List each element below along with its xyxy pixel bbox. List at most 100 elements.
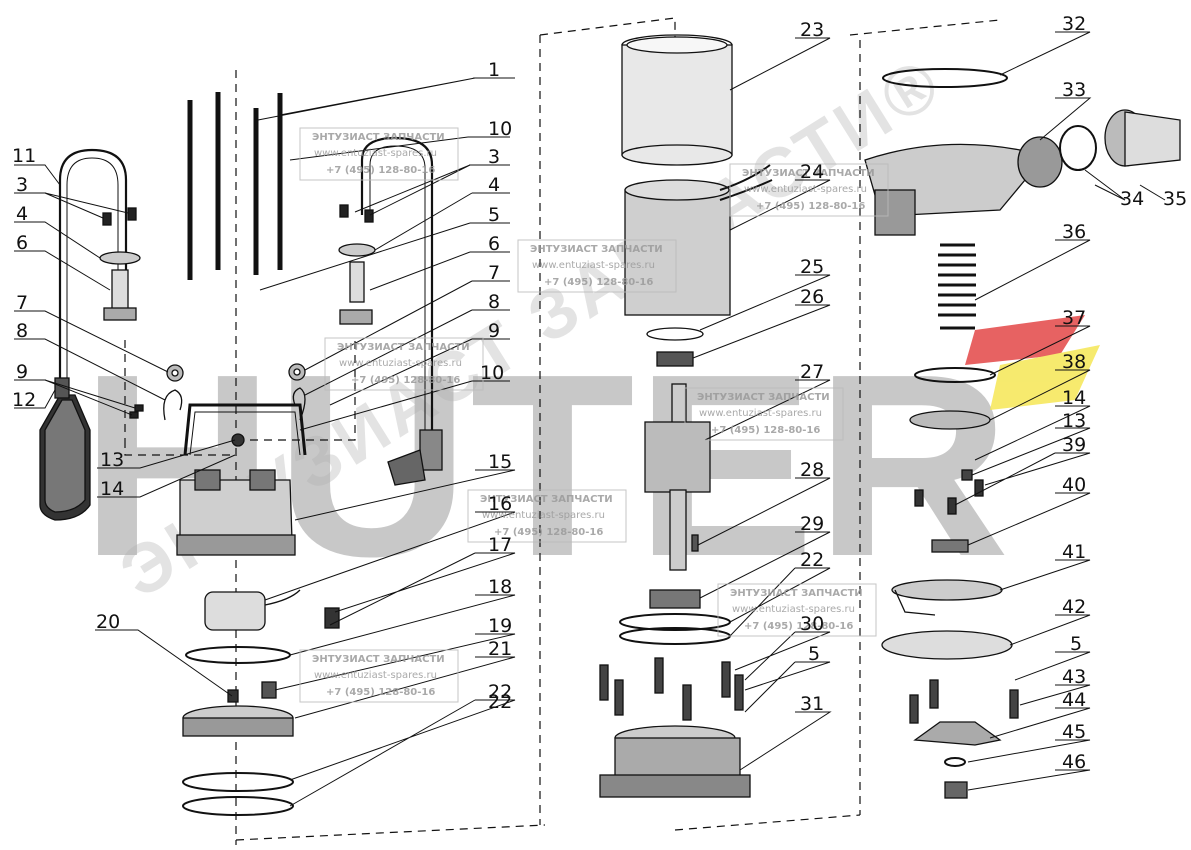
part-label: 40 — [1062, 474, 1086, 496]
watermark-stamps: ЭНТУЗИАСТ ЗАПЧАСТИ www.entuziast-spares.… — [299, 127, 889, 703]
brand-watermark-text: HUTER — [80, 321, 1010, 611]
part-label: 22 — [800, 549, 824, 571]
part-label: 3 — [488, 146, 500, 168]
part-labels: 1 10 3 4 5 6 7 8 9 10 11 3 4 6 7 8 9 12 … — [12, 13, 1187, 773]
stamp-company: ЭНТУЗИАСТ ЗАПЧАСТИ — [742, 168, 875, 179]
brand-watermark: HUTER — [80, 321, 1010, 611]
part-label: 16 — [488, 493, 512, 515]
stamp-phone: +7 (495) 128-80-16 — [744, 621, 853, 632]
part-label: 41 — [1062, 541, 1086, 563]
stamp-phone: +7 (495) 128-80-16 — [351, 375, 460, 386]
stamp-3: ЭНТУЗИАСТ ЗАПЧАСТИ www.entuziast-spares.… — [729, 163, 889, 217]
stamp-company: ЭНТУЗИАСТ ЗАПЧАСТИ — [312, 132, 445, 143]
stamp-company: ЭНТУЗИАСТ ЗАПЧАСТИ — [480, 494, 613, 505]
part-label: 6 — [16, 232, 28, 254]
part-label: 7 — [16, 292, 28, 314]
part-label: 34 — [1120, 188, 1144, 210]
part-label: 10 — [480, 362, 504, 384]
part-label: 5 — [1070, 633, 1082, 655]
part-label: 37 — [1062, 307, 1086, 329]
stamp-7: ЭНТУЗИАСТ ЗАПЧАСТИ www.entuziast-spares.… — [717, 583, 877, 637]
left-assembly — [39, 92, 443, 816]
stamp-site: www.entuziast-spares.ru — [339, 358, 462, 369]
part-label: 13 — [100, 449, 124, 471]
stamp-site: www.entuziast-spares.ru — [744, 184, 867, 195]
stamp-company: ЭНТУЗИАСТ ЗАПЧАСТИ — [730, 588, 863, 599]
stamp-1: ЭНТУЗИАСТ ЗАПЧАСТИ www.entuziast-spares.… — [299, 127, 459, 181]
stamp-site: www.entuziast-spares.ru — [314, 148, 437, 159]
part-label: 1 — [488, 59, 500, 81]
part-label: 23 — [800, 19, 824, 41]
part-label: 38 — [1062, 351, 1086, 373]
part-label: 27 — [800, 361, 824, 383]
stamp-site: www.entuziast-spares.ru — [482, 510, 605, 521]
part-label: 32 — [1062, 13, 1086, 35]
stamp-phone: +7 (495) 128-80-16 — [544, 277, 653, 288]
part-label: 31 — [800, 693, 824, 715]
part-label: 8 — [16, 320, 28, 342]
right-assembly — [864, 68, 1181, 799]
part-label: 4 — [488, 174, 500, 196]
stamp-company: ЭНТУЗИАСТ ЗАПЧАСТИ — [312, 654, 445, 665]
stamp-6: ЭНТУЗИАСТ ЗАПЧАСТИ www.entuziast-spares.… — [467, 489, 627, 543]
part-label: 22 — [488, 681, 512, 703]
stamp-site: www.entuziast-spares.ru — [532, 260, 655, 271]
stamp-phone: +7 (495) 128-80-16 — [494, 527, 603, 538]
part-label: 4 — [16, 203, 28, 225]
leader-lines — [14, 31, 1166, 807]
part-label: 17 — [488, 534, 512, 556]
part-label: 18 — [488, 576, 512, 598]
stamp-phone: +7 (495) 128-80-16 — [326, 165, 435, 176]
part-label: 28 — [800, 459, 824, 481]
logo-flag-icon — [965, 315, 1100, 410]
part-label: 46 — [1062, 751, 1086, 773]
part-label: 44 — [1062, 689, 1086, 711]
part-label: 10 — [488, 118, 512, 140]
assembly-frames — [124, 17, 1001, 845]
part-label: 26 — [800, 286, 824, 308]
part-label: 19 — [488, 615, 512, 637]
part-label: 5 — [808, 643, 820, 665]
part-label: 11 — [12, 145, 36, 167]
part-label: 8 — [488, 291, 500, 313]
part-label: 6 — [488, 233, 500, 255]
part-label: 14 — [1062, 387, 1086, 409]
part-label: 42 — [1062, 596, 1086, 618]
stamp-2: ЭНТУЗИАСТ ЗАПЧАСТИ www.entuziast-spares.… — [517, 239, 677, 293]
stamp-phone: +7 (495) 128-80-16 — [326, 687, 435, 698]
part-label: 22 — [488, 691, 512, 713]
stamp-site: www.entuziast-spares.ru — [314, 670, 437, 681]
part-label: 12 — [12, 389, 36, 411]
part-label: 43 — [1062, 666, 1086, 688]
part-label: 29 — [800, 513, 824, 535]
part-label: 36 — [1062, 221, 1086, 243]
part-label: 45 — [1062, 721, 1086, 743]
part-label: 25 — [800, 256, 824, 278]
stamp-phone: +7 (495) 128-80-16 — [711, 425, 820, 436]
middle-assembly — [599, 34, 773, 798]
part-label: 21 — [488, 638, 512, 660]
part-label: 13 — [1062, 410, 1086, 432]
part-label: 7 — [488, 262, 500, 284]
part-label: 24 — [800, 161, 824, 183]
part-label: 20 — [96, 611, 120, 633]
stamp-company: ЭНТУЗИАСТ ЗАПЧАСТИ — [530, 244, 663, 255]
stamp-4: ЭНТУЗИАСТ ЗАПЧАСТИ www.entuziast-spares.… — [324, 337, 484, 391]
stamp-5: ЭНТУЗИАСТ ЗАПЧАСТИ www.entuziast-spares.… — [684, 387, 844, 441]
part-label: 30 — [800, 613, 824, 635]
part-label: 39 — [1062, 434, 1086, 456]
stamp-site: www.entuziast-spares.ru — [699, 408, 822, 419]
stamp-8: ЭНТУЗИАСТ ЗАПЧАСТИ www.entuziast-spares.… — [299, 649, 459, 703]
part-label: 33 — [1062, 79, 1086, 101]
part-label: 35 — [1163, 188, 1187, 210]
part-label: 5 — [488, 204, 500, 226]
stamp-phone: +7 (495) 128-80-16 — [756, 201, 865, 212]
stamp-company: ЭНТУЗИАСТ ЗАПЧАСТИ — [337, 342, 470, 353]
stamp-site: www.entuziast-spares.ru — [732, 604, 855, 615]
stamp-company: ЭНТУЗИАСТ ЗАПЧАСТИ — [697, 392, 830, 403]
part-label: 9 — [488, 320, 500, 342]
part-label: 3 — [16, 174, 28, 196]
part-label: 15 — [488, 451, 512, 473]
part-label: 14 — [100, 478, 124, 500]
